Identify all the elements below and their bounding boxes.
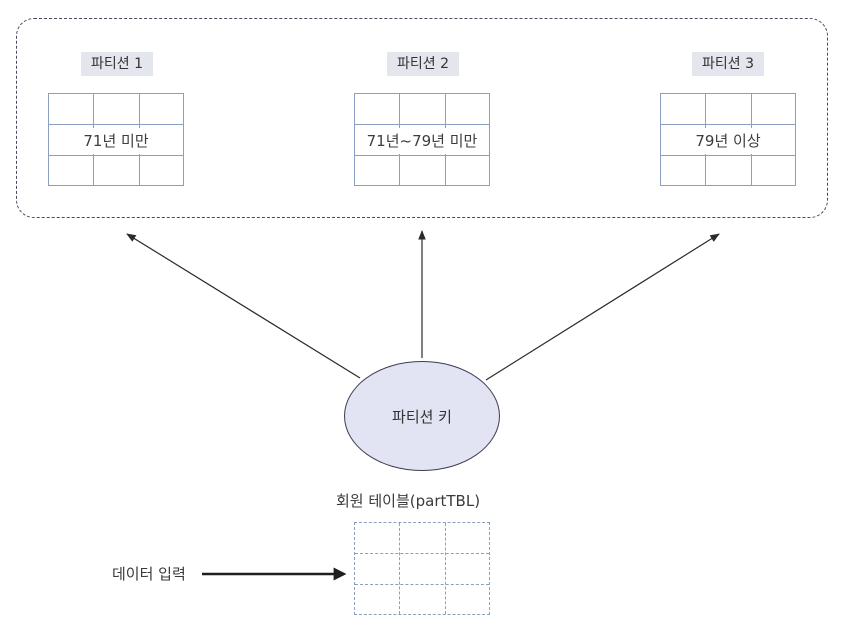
partition-1-label: 파티션 1	[81, 52, 153, 76]
data-input-label: 데이터 입력	[112, 565, 186, 583]
partition-group-box	[16, 18, 828, 218]
partition-1-range: 71년 미만	[49, 128, 183, 154]
partition-2-table: 71년~79년 미만	[354, 93, 490, 186]
partition-2-range: 71년~79년 미만	[355, 128, 489, 154]
arrow-to-partition-3	[485, 233, 720, 381]
partition-1-table: 71년 미만	[48, 93, 184, 186]
partition-key-label: 파티션 키	[392, 407, 452, 426]
arrow-to-partition-1	[126, 233, 361, 379]
member-table-grid	[354, 522, 490, 615]
partition-key-node: 파티션 키	[344, 361, 500, 471]
partition-3-range: 79년 이상	[661, 128, 795, 154]
partition-2-label: 파티션 2	[387, 52, 459, 76]
partition-3-table: 79년 이상	[660, 93, 796, 186]
member-table-label: 회원 테이블(partTBL)	[336, 492, 481, 510]
partition-3-label: 파티션 3	[692, 52, 764, 76]
